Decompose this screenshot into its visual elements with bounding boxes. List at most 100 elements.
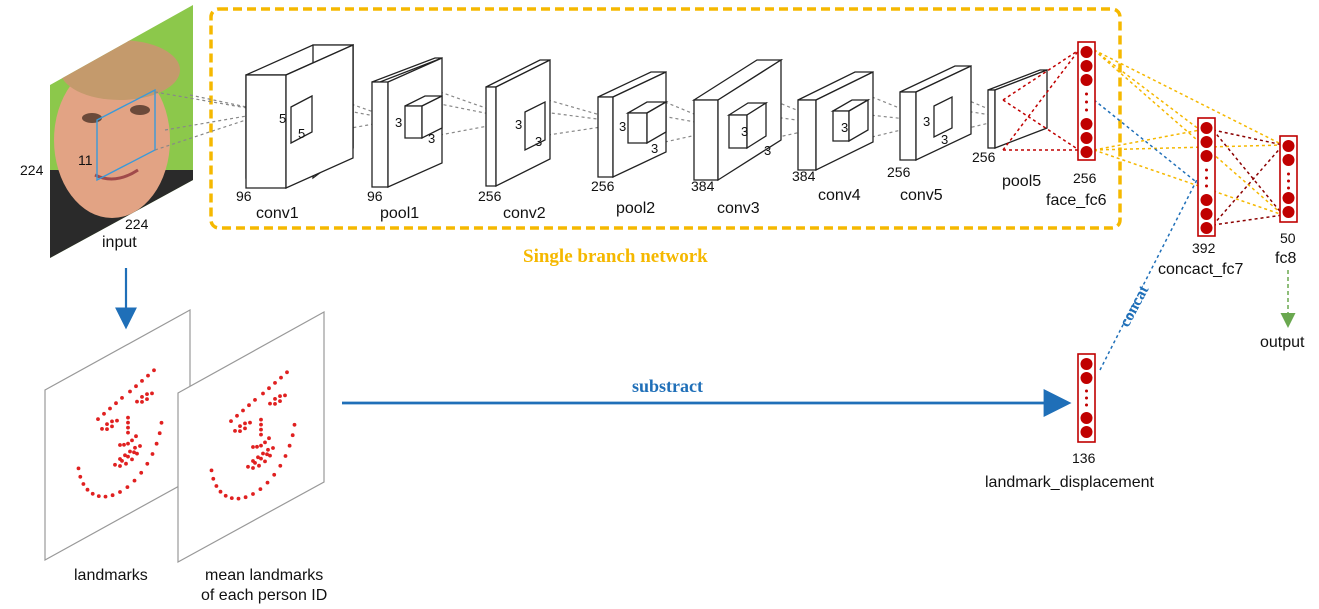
landmark-dot [154,441,159,446]
landmark-dot [150,452,155,456]
landmark-dot [100,427,104,431]
landmark-dot [278,463,283,468]
concact-fc7-size: 392 [1192,240,1216,256]
landmark-dot [118,443,122,447]
landmark-dot [255,444,259,449]
landmark-dot [257,463,261,468]
landmark-dot [120,396,124,400]
pool1-kernel-label-2: 3 [428,131,435,146]
conv1-name: conv1 [256,205,299,222]
landmark-dot [105,427,109,431]
conv1-block [245,43,354,190]
conv1-channels: 96 [236,188,252,204]
fc8-size: 50 [1280,230,1296,246]
landmark-dot [251,492,255,496]
pool1-block [371,56,443,189]
landmark-dot [114,401,118,406]
landmark-dot [247,403,251,408]
landmark-dot [152,368,156,373]
landmark-dot [241,408,245,413]
input-patch-label: 11 [78,152,93,168]
input-label: input [102,234,137,251]
substract-label: substract [632,376,703,396]
landmark-dot [96,417,100,421]
landmark-displacement-column [1077,353,1096,443]
conv2-kernel-label: 3 [515,117,522,132]
conv5-name: conv5 [900,187,943,204]
landmark-dot [110,493,115,498]
landmark-dot [138,444,142,448]
landmark-dot [279,375,283,380]
landmark-dot [134,384,138,389]
landmark-dot [146,373,150,378]
conv2-name: conv2 [503,205,546,222]
landmark-dot [130,438,134,443]
landmark-dot [96,494,101,498]
pool1-channels: 96 [367,188,383,204]
landmark-dot [256,455,260,460]
conv5-channels: 256 [887,164,911,180]
landmark-dot [110,424,114,429]
conv4-name: conv4 [818,187,861,204]
landmarks-label: landmarks [74,567,148,584]
landmark-dot [238,424,242,428]
landmark-dot [258,487,263,491]
landmark-dot [283,393,287,398]
concat-label: concat [1117,282,1153,330]
landmark-dot [267,436,271,441]
landmark-dot [150,391,154,396]
landmark-dot [236,496,241,501]
landmark-dot [115,418,119,423]
landmark-dot [132,450,136,455]
conv2-kernel-label-2: 3 [535,134,542,149]
mean-landmarks-label-line1: mean landmarks [205,567,323,584]
landmark-dot [140,400,144,404]
pool2-block [597,70,669,179]
landmark-dot [126,415,130,420]
landmark-displacement-size: 136 [1072,450,1096,466]
landmark-dot [273,402,277,406]
landmark-dot [259,432,263,437]
mean-landmarks-label-line2: of each person ID [201,587,327,604]
landmark-dot [235,413,239,418]
landmark-dot [243,421,247,426]
conv5-kernel-label: 3 [923,114,930,129]
conv5-block [899,64,972,162]
concact-fc7-column [1197,117,1216,237]
face-fc6-column [1077,41,1096,161]
conv3-name: conv3 [717,200,760,217]
landmark-dot [229,419,233,423]
input-width-label: 224 [125,216,149,232]
conv5-kernel-label-2: 3 [941,132,948,147]
output-label: output [1260,334,1305,351]
landmark-dot [259,427,263,432]
landmark-dot [259,456,263,461]
fc8-column [1279,135,1298,223]
landmark-dot [105,422,109,426]
pool5-name: pool5 [1002,173,1041,190]
landmark-dot [140,379,144,383]
landmark-dot [223,493,228,498]
landmark-dot [261,391,265,396]
landmark-dot [130,457,134,462]
landmark-dot [251,466,255,470]
landmark-dot [229,496,234,500]
mean-landmarks-panel [177,310,325,564]
pool2-channels: 256 [591,178,615,194]
landmark-dot [285,370,289,375]
landmark-dot [251,445,255,449]
conv3-channels: 384 [691,178,715,194]
input-height-label: 224 [20,162,44,178]
landmark-dot [118,490,122,494]
pool2-kernel-label: 3 [619,119,626,134]
landmark-displacement-name: landmark_displacement [985,474,1155,491]
conv2-channels: 256 [478,188,502,204]
landmark-dot [271,446,275,450]
landmark-dot [126,441,130,446]
landmark-dot [139,470,144,475]
landmark-dot [253,461,257,465]
landmark-dot [267,386,271,391]
landmark-dot [268,453,272,458]
conv2-block [485,58,551,188]
landmark-dot [126,425,130,430]
